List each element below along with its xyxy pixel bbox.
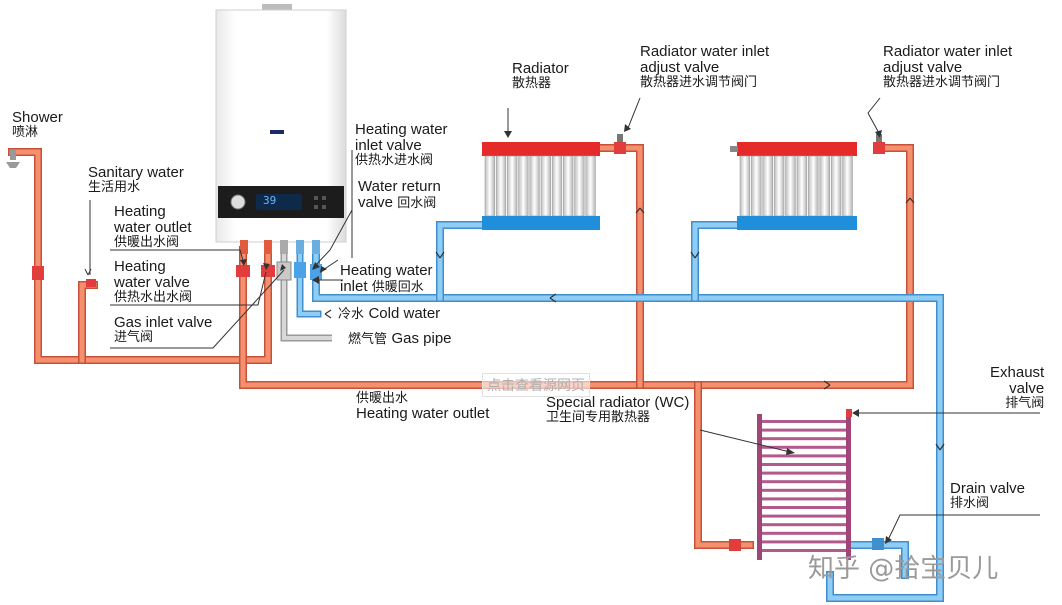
towel-rail-bar [762,445,846,449]
towel-rail-supply-pipe [694,381,754,549]
label-heating-water-outlet-valve: Heating water outlet 供暖出水阀 [114,203,192,250]
label-heating-water-outlet: 供暖出水 Heating water outlet [356,391,490,422]
towel-rail-bar [762,549,846,552]
radiator-fin [495,155,507,217]
label-radiator-inlet-valve-1: Radiator water inlet adjust valve 散热器进水调… [640,43,770,90]
watermark-center: 点击查看源网页 [482,373,590,397]
leader-arrowheads [240,124,892,544]
label-heating-water-inlet: Heating water inlet 供暖回水 [340,262,433,295]
shower-head [6,150,20,168]
towel-rail-bar [762,437,846,441]
hot-water-pipes [8,144,914,549]
radiator-fin [751,155,762,217]
label-special-radiator: Special radiator (WC) 卫生间专用散热器 [546,394,690,425]
label-water-return-valve: Water return valve 回水阀 [358,178,441,211]
towel-rail-bar [762,531,846,535]
label-exhaust-valve: Exhaust valve 排气阀 [990,364,1045,411]
towel-rail-inlet-valve [729,539,741,551]
return-water-pipes [296,221,944,602]
towel-rail-bar [762,463,846,466]
radiator-fin [785,155,796,217]
watermark-corner: 知乎 @拾宝贝儿 [808,554,999,584]
heating-outlet-valve [236,265,250,277]
towel-rail-bar [762,497,846,501]
radiator-fin [574,155,585,217]
radiator-fin [842,155,853,217]
drain-valve [872,538,884,550]
radiator-2 [730,134,885,230]
boiler-temperature-display: 39 [263,194,277,207]
radiator-1-inlet-valve [614,142,626,154]
radiator-fin [796,155,808,217]
radiator-fin [529,155,540,217]
boiler-valves [236,261,322,281]
radiator-fin [507,155,518,217]
radiator-fin [819,155,830,217]
label-radiator: Radiator 散热器 [512,60,569,91]
label-drain-valve: Drain valve 排水阀 [950,480,1026,511]
towel-rail-bar [762,428,846,432]
hot-water-valve [261,265,275,277]
label-gas-inlet-valve: Gas inlet valve 进气阀 [114,314,213,345]
towel-rail-bar [762,523,846,527]
label-radiator-inlet-valve-2: Radiator water inlet adjust valve 散热器进水调… [883,43,1013,90]
radiator-fin [808,155,819,217]
gas-inlet-valve [276,261,292,281]
label-cold-water: 冷水 Cold water [338,305,441,322]
radiator2-return-pipe [691,221,744,302]
radiator-fin [739,155,751,217]
label-heating-water-valve: Heating water valve 供热水出水阀 [114,258,193,305]
radiator-fin [563,155,574,217]
radiator1-supply-pipe [596,144,644,389]
radiator-fin [551,155,563,217]
radiator-fin [762,155,773,217]
shower-valve [32,266,44,280]
radiator-fin [830,155,842,217]
label-shower: Shower 喷淋 [12,109,63,140]
boiler [215,4,347,254]
label-sanitary-water: Sanitary water 生活用水 [88,164,184,195]
towel-rail-bar [762,480,846,484]
sanitary-tap [86,279,96,287]
radiator-fin [540,155,551,217]
radiator-fin [773,155,785,217]
radiator-fin [484,155,495,217]
exhaust-valve-mark [846,409,852,417]
flow-arrows [324,197,945,451]
radiator1-return-pipe [436,221,489,302]
towel-rail-radiator [729,409,884,560]
towel-rail-bar [762,454,846,458]
radiator-fin [585,155,596,217]
label-heating-water-inlet-valve: Heating water inlet valve 供热水进水阀 [355,121,448,168]
towel-rail-bar [762,488,846,492]
towel-rail-bar [762,540,846,544]
radiator-fin [518,155,529,217]
towel-rail-bar [762,514,846,518]
radiator-1 [482,134,626,230]
towel-rail-bar [762,471,846,475]
label-gas-pipe: 燃气管 Gas pipe [348,330,452,347]
cold-inlet-valve [294,262,306,278]
radiator-2-inlet-valve [873,142,885,154]
towel-rail-bar [762,420,846,423]
towel-rail-bar [762,506,846,509]
leader-lines [84,97,1040,541]
